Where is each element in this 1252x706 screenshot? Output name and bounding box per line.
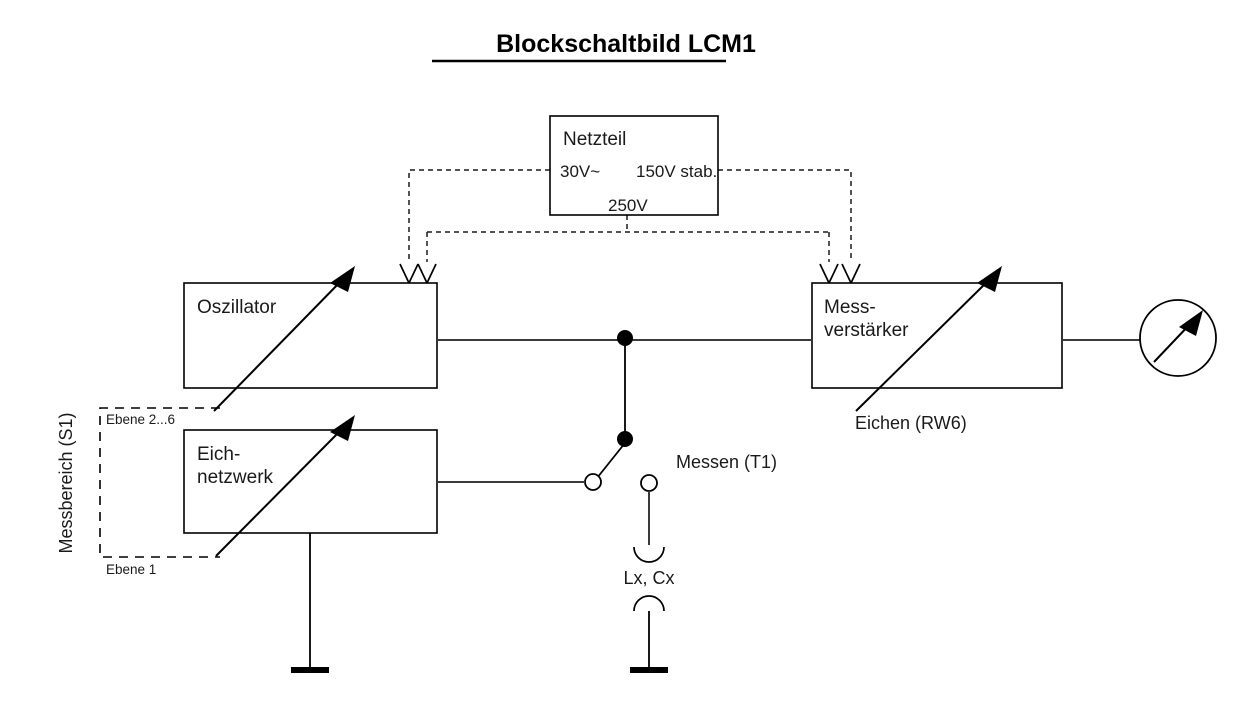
chevron-arrow-oszillator-2	[417, 263, 437, 285]
eichnetzwerk-adjustable-arrow-line	[215, 426, 345, 557]
page-title: Blockschaltbild LCM1	[496, 30, 756, 58]
eichnetzwerk-label-line2: netzwerk	[197, 467, 274, 488]
eichnetzwerk-adjustable-arrow-head	[330, 415, 355, 441]
messverstaerker-adjustable-arrow-head	[977, 266, 1002, 292]
messverstaerker-label-line1: Mess-	[824, 297, 876, 318]
dut-arc-bottom	[633, 595, 665, 612]
label-ebene-top: Ebene 2...6	[106, 412, 175, 427]
junction-dot-switch-pivot	[617, 431, 633, 447]
label-dut: Lx, Cx	[623, 568, 674, 588]
supply-wire-150v	[718, 169, 852, 262]
chevron-arrow-messverstaerker-2	[841, 263, 861, 285]
switch-blade[interactable]	[596, 442, 626, 479]
block-netzteil[interactable]	[549, 115, 719, 216]
oszillator-label: Oszillator	[197, 297, 277, 318]
oszillator-adjustable-arrow-line	[213, 277, 345, 412]
label-messbereich: Messbereich (S1)	[56, 412, 76, 553]
dut-arc-top	[633, 546, 665, 563]
label-eichen: Eichen (RW6)	[855, 413, 967, 433]
block-messverstaerker[interactable]	[811, 282, 1063, 389]
messbereich-region-bracket	[99, 407, 220, 558]
netzteil-output-stabilized: 150V stab.	[636, 162, 717, 181]
meter-needle-head	[1179, 310, 1203, 336]
label-ebene-bottom: Ebene 1	[106, 562, 156, 577]
supply-wire-30v	[408, 169, 550, 262]
messverstaerker-label-line2: verstärker	[824, 320, 909, 341]
block-oszillator[interactable]	[183, 282, 438, 389]
netzteil-output-high: 250V	[608, 196, 648, 215]
terminal-eichen-contact[interactable]	[584, 473, 602, 491]
oszillator-adjustable-arrow-head	[330, 266, 355, 292]
chevron-arrow-oszillator-1	[399, 263, 419, 285]
messverstaerker-adjustable-arrow-line	[855, 277, 992, 412]
chevron-arrow-messverstaerker-1	[819, 263, 839, 285]
label-messen: Messen (T1)	[676, 452, 777, 472]
netzteil-label: Netzteil	[563, 129, 626, 150]
eichnetzwerk-label-line1: Eich-	[197, 444, 240, 465]
terminal-messen-contact[interactable]	[640, 474, 658, 492]
netzteil-output-ac: 30V~	[560, 162, 600, 181]
